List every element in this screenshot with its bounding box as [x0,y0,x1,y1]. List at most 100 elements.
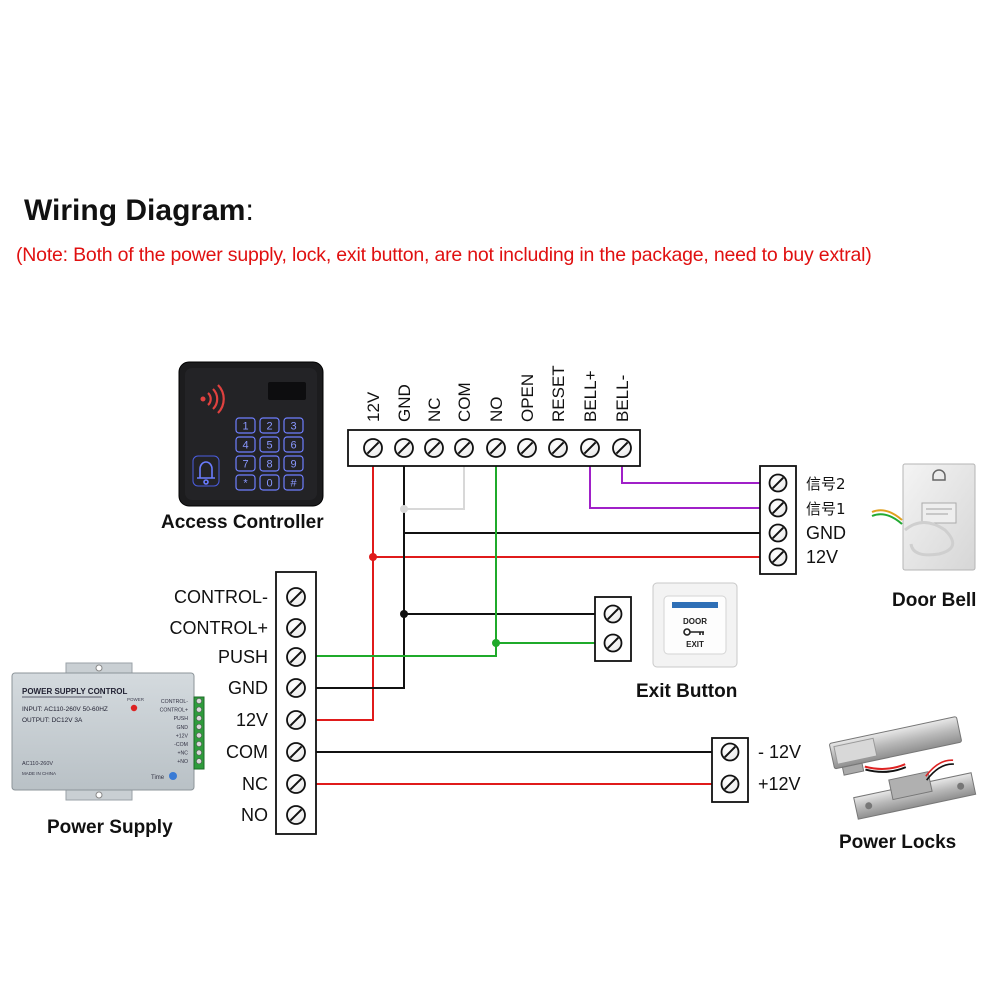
controller-terminal-label: 12V [364,391,383,422]
controller-terminal-label: BELL+ [581,370,600,422]
exit-button-device: DOOR EXIT [652,582,738,668]
power-supply-label: Power Supply [47,817,173,838]
psu-screw-icon [286,618,306,638]
exit-screw-icon [603,604,623,624]
title-text: Wiring Diagram [24,194,246,227]
controller-screw-icon [454,438,474,458]
keypad-key-label: 7 [242,459,248,471]
keypad-key: # [283,474,304,491]
psu-unit-voltage: AC110-260V [22,761,53,767]
controller-terminal-label: COM [455,382,474,422]
psu-terminal-label: COM [226,742,268,762]
keypad-key: 1 [235,417,256,434]
controller-terminal-label: OPEN [518,374,537,422]
keypad-key: 5 [259,436,280,453]
psu-green-screw-icon [196,706,202,713]
wire-black-gnd [316,458,405,689]
psu-terminal-label: NC [242,774,268,794]
exit-screw-icon [603,633,623,653]
psu-green-screw-icon [196,732,202,739]
title-colon: : [245,194,254,227]
controller-screw-icon [363,438,383,458]
keypad-key-label: * [243,478,248,490]
keypad-key-label: 6 [290,440,296,452]
psu-side-label: CONTROL+ [160,708,188,714]
bell-screw-icon [768,547,788,567]
junction-green [492,639,500,647]
keypad-key-label: 1 [242,421,248,433]
controller-screw-icon [580,438,600,458]
psu-unit-time-label: Time [151,775,165,781]
exit-terminal-block [594,596,632,662]
exit-button-label: Exit Button [636,681,737,702]
keypad-key-label: 8 [266,459,272,471]
lock-screw-icon [720,742,740,762]
power-led-icon [130,704,138,712]
time-knob-icon [169,772,177,780]
psu-side-label: CONTROL- [161,699,188,705]
psu-side-label: +12V [176,733,189,739]
page-title: Wiring Diagram: [24,194,254,228]
psu-green-screw-icon [196,758,202,765]
bell-terminal-label: 信号2 [806,475,846,493]
psu-terminal-label: GND [228,678,268,698]
bell-terminal-label: GND [806,523,846,543]
psu-unit-output: OUTPUT: DC12V 3A [22,717,83,724]
keypad-key-label: 9 [290,459,296,471]
keypad-key: 9 [283,455,304,472]
lock-terminal-label: - 12V [758,742,801,762]
psu-terminal-label: PUSH [218,647,268,667]
keypad-key-label: 3 [290,421,296,433]
psu-screw-icon [286,710,306,730]
psu-side-label: +NO [177,759,188,765]
psu-screw-icon [286,805,306,825]
wire-purple-bell-minus [621,458,760,484]
controller-terminal-label: NC [425,397,444,422]
keypad-key-label: # [290,478,297,490]
lock-terminal-label: +12V [758,774,801,794]
psu-side-label: -COM [174,742,188,748]
door-bell-device [871,463,976,571]
psu-screw-icon [286,678,306,698]
keypad-key: 4 [235,436,256,453]
keypad-key-label: 0 [266,478,272,490]
keypad-key: * [235,474,256,491]
psu-side-label: GND [176,725,188,731]
psu-screw-icon [286,647,306,667]
keypad-key-label: 4 [242,440,248,452]
power-locks-device [829,716,977,820]
psu-unit-made-in: MADE IN CHINA [22,771,56,776]
controller-terminal-label: RESET [549,365,568,422]
psu-terminal-label: NO [241,805,268,825]
lock-terminal-block: - 12V +12V [711,737,801,803]
bell-icon [192,455,220,487]
keypad-key: 6 [283,436,304,453]
wire-green-no [316,458,497,657]
psu-terminal-label: CONTROL- [174,587,268,607]
wire-purple-bell-plus [589,458,760,509]
psu-screw-icon [286,742,306,762]
power-supply-device: POWER SUPPLY CONTROL INPUT: AC110-260V 5… [11,662,205,801]
exit-plate-top: DOOR [683,617,707,626]
power-locks-label: Power Locks [839,832,956,853]
keypad-key-label: 5 [266,440,272,452]
psu-unit-input: INPUT: AC110-260V 50-60HZ [22,706,108,713]
wire-red-12v [316,458,374,721]
psu-screw-icon [286,774,306,794]
controller-terminal-label: BELL- [613,375,632,422]
psu-side-label: +NC [177,751,188,757]
access-controller-label: Access Controller [161,512,324,533]
controller-screw-icon [424,438,444,458]
controller-screw-icon [517,438,537,458]
bell-terminal-label: 12V [806,547,838,567]
junction-white [400,505,408,513]
controller-screw-icon [548,438,568,458]
key-icon [683,628,704,636]
exit-plate-bottom: EXIT [686,640,704,649]
psu-screw-icon [286,587,306,607]
psu-green-screw-icon [196,741,202,747]
